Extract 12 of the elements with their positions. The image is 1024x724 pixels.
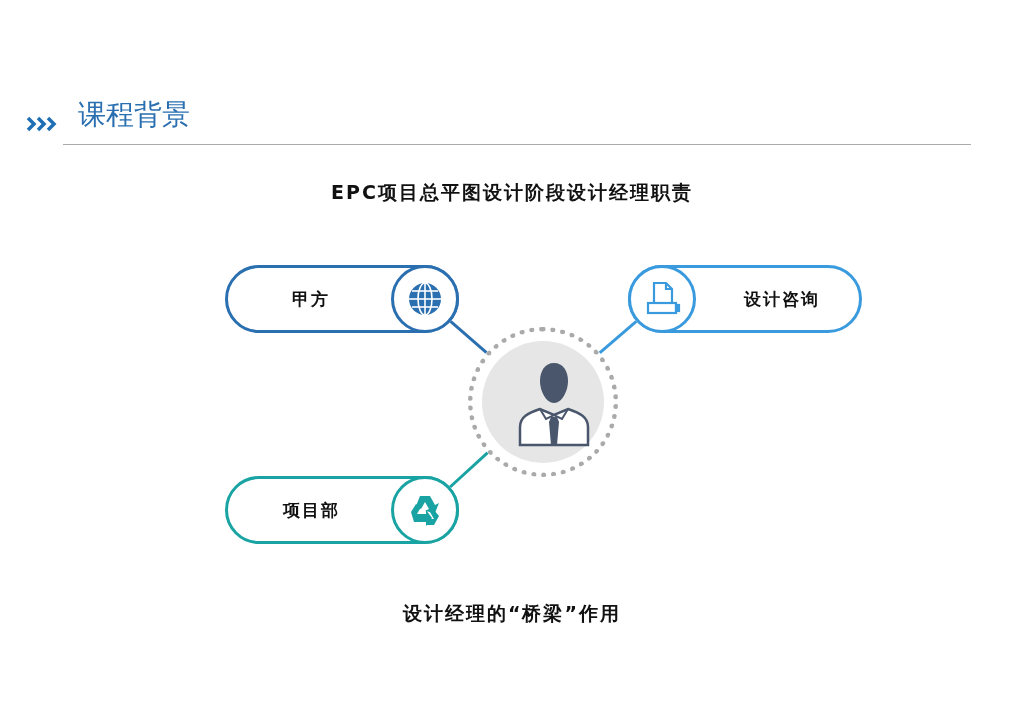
pill-node	[225, 476, 459, 544]
pill-node	[628, 265, 862, 333]
pill-node	[225, 265, 459, 333]
diagram-title: EPC项目总平图设计阶段设计经理职责	[331, 181, 693, 203]
diagram-caption: 设计经理的“桥梁”作用	[403, 602, 621, 624]
node-label: 项目部	[282, 498, 340, 522]
node-label: 甲方	[292, 287, 330, 311]
connector-line	[449, 451, 489, 489]
connector-line	[449, 320, 488, 354]
connector-line	[598, 320, 638, 355]
section-heading: 课程背景	[78, 97, 190, 133]
node-label: 设计咨询	[744, 287, 820, 311]
